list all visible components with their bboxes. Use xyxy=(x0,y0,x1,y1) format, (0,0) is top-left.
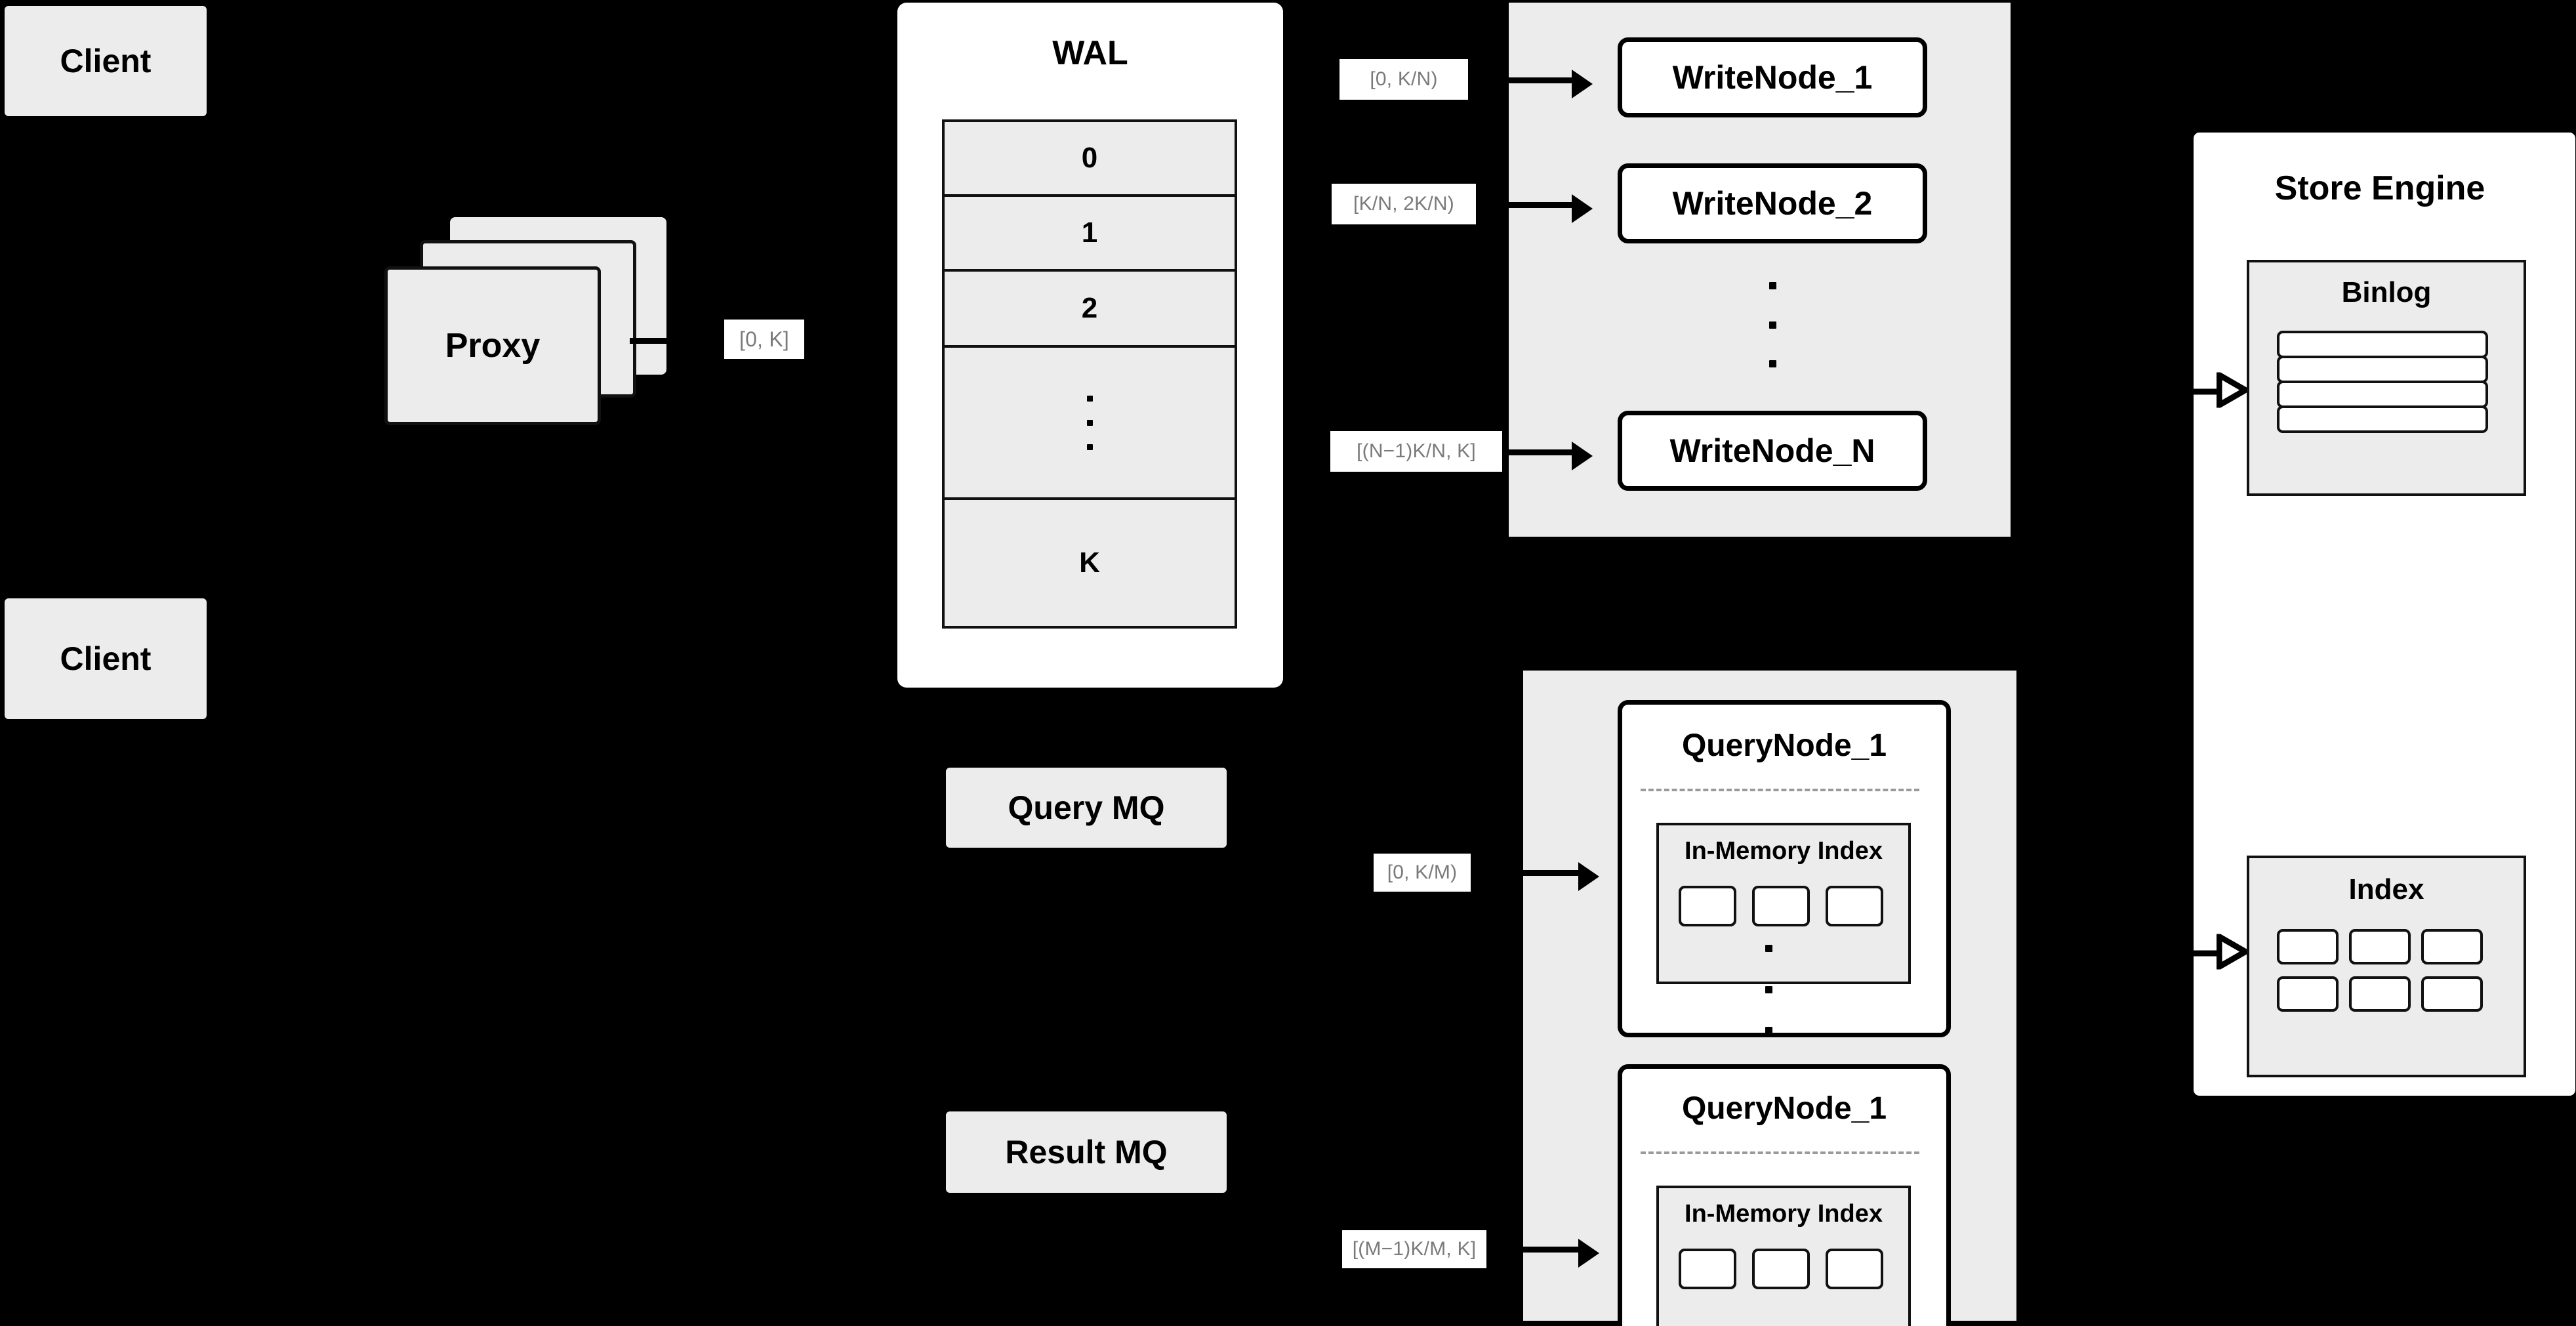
index-cell[interactable] xyxy=(2349,929,2411,964)
write-node-2-arrow xyxy=(1502,194,1593,223)
store-engine-title: Store Engine xyxy=(2274,169,2485,207)
write-node-n-range-label: [(N−1)K/N, K] xyxy=(1330,431,1502,472)
query-node-1-index-cell[interactable] xyxy=(1826,886,1883,926)
write-node-n[interactable]: WriteNode_N xyxy=(1618,411,1927,491)
query-node-1-range-label: [0, K/M) xyxy=(1374,854,1471,892)
query-node-2[interactable]: QueryNode_1 In-Memory Index xyxy=(1618,1064,1951,1326)
result-mq-box[interactable]: Result MQ xyxy=(946,1111,1227,1193)
index-cell[interactable] xyxy=(2349,976,2411,1012)
index-title: Index xyxy=(2348,873,2424,905)
binlog-input-arrow xyxy=(2189,369,2252,411)
binlog-title: Binlog xyxy=(2341,276,2432,308)
wal-row-1[interactable]: 1 xyxy=(945,197,1235,272)
query-cluster-ellipsis-dots xyxy=(1765,945,1772,1034)
proxy-box[interactable]: Proxy xyxy=(384,266,601,425)
wal-row-2[interactable]: 2 xyxy=(945,272,1235,348)
query-node-2-index-cell[interactable] xyxy=(1679,1249,1736,1289)
query-node-2-arrow xyxy=(1507,1239,1599,1268)
write-node-1[interactable]: WriteNode_1 xyxy=(1618,37,1927,117)
client-box-1[interactable]: Client xyxy=(5,6,207,116)
binlog-row[interactable] xyxy=(2277,381,2488,408)
index-panel: Index xyxy=(2247,856,2526,1077)
index-input-arrow xyxy=(2189,931,2252,972)
query-node-2-index-cell[interactable] xyxy=(1826,1249,1883,1289)
wal-row-ellipsis xyxy=(945,348,1235,500)
query-node-1[interactable]: QueryNode_1 In-Memory Index xyxy=(1618,700,1951,1037)
wal-row-k[interactable]: K xyxy=(1079,547,1100,579)
query-node-2-in-memory-index: In-Memory Index xyxy=(1656,1186,1911,1326)
client-label-2: Client xyxy=(60,640,152,677)
query-node-1-in-memory-index: In-Memory Index xyxy=(1656,823,1911,984)
query-node-2-divider xyxy=(1641,1151,1919,1154)
write-node-2[interactable]: WriteNode_2 xyxy=(1618,163,1927,243)
query-node-1-divider xyxy=(1641,789,1919,791)
query-mq-box[interactable]: Query MQ xyxy=(946,768,1227,848)
binlog-panel: Binlog xyxy=(2247,260,2526,496)
index-cell[interactable] xyxy=(2421,929,2483,964)
index-cell[interactable] xyxy=(2277,976,2339,1012)
write-cluster-ellipsis xyxy=(1768,282,1776,367)
wal-row-0[interactable]: 0 xyxy=(945,122,1235,197)
binlog-row[interactable] xyxy=(2277,331,2488,358)
binlog-row[interactable] xyxy=(2277,405,2488,433)
query-node-2-index-title: In-Memory Index xyxy=(1685,1200,1883,1228)
wal-table: 0 1 2 K xyxy=(942,119,1237,629)
index-cell[interactable] xyxy=(2421,976,2483,1012)
write-node-n-arrow xyxy=(1502,442,1593,470)
index-cell[interactable] xyxy=(2277,929,2339,964)
binlog-row[interactable] xyxy=(2277,356,2488,383)
write-node-1-arrow xyxy=(1502,70,1593,98)
query-node-1-index-cell[interactable] xyxy=(1752,886,1810,926)
query-node-1-index-cell[interactable] xyxy=(1679,886,1736,926)
open-arrowhead-icon xyxy=(2216,369,2252,411)
query-node-1-index-title: In-Memory Index xyxy=(1685,837,1883,865)
write-node-1-range-label: [0, K/N) xyxy=(1339,59,1468,100)
query-node-1-title: QueryNode_1 xyxy=(1681,728,1887,763)
proxy-to-wal-connector xyxy=(630,338,669,344)
client-label-1: Client xyxy=(60,42,152,79)
query-node-1-arrow xyxy=(1507,862,1599,891)
open-arrowhead-icon xyxy=(2216,931,2252,972)
query-node-2-index-cell[interactable] xyxy=(1752,1249,1810,1289)
wal-title: WAL xyxy=(1052,33,1128,72)
query-node-2-title: QueryNode_1 xyxy=(1681,1090,1887,1126)
proxy-label: Proxy xyxy=(445,326,541,365)
client-box-2[interactable]: Client xyxy=(5,598,207,719)
query-node-2-range-label: [(M−1)K/M, K] xyxy=(1342,1230,1486,1268)
proxy-output-range-label: [0, K] xyxy=(724,320,804,359)
write-node-2-range-label: [K/N, 2K/N) xyxy=(1332,184,1476,224)
